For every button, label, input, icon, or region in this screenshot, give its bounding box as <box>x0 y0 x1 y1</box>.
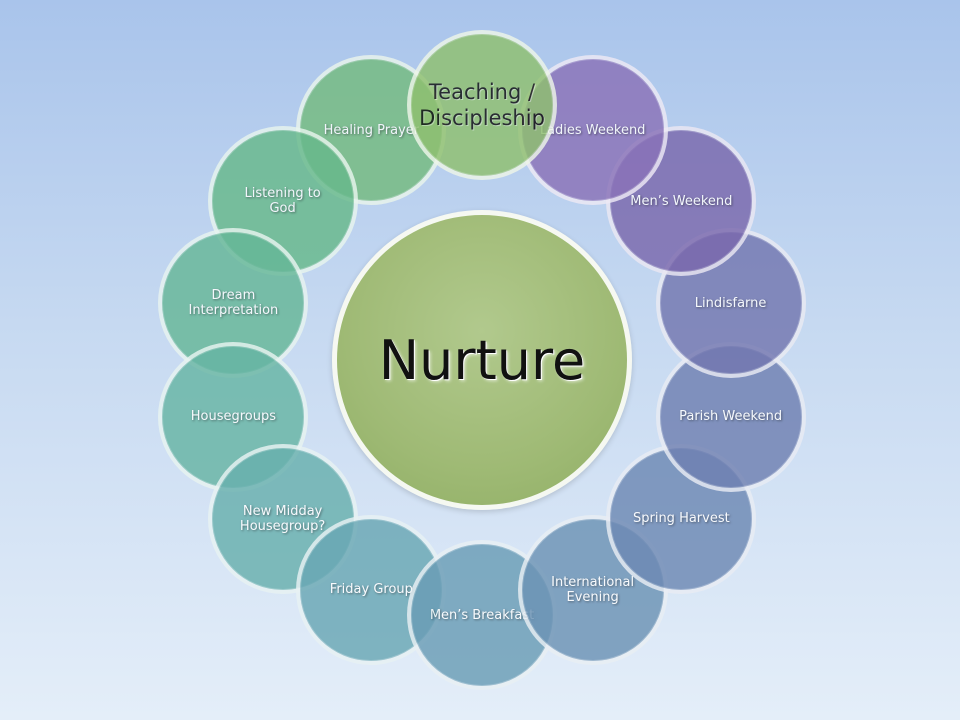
node-label: Spring Harvest <box>632 511 730 527</box>
node-label: Lindisfarne <box>694 295 767 311</box>
node-label: Parish Weekend <box>679 409 783 425</box>
node-teaching-discipleship: Teaching / Discipleship <box>407 30 557 180</box>
center-circle: Nurture <box>332 210 632 510</box>
node-label: Ladies Weekend <box>539 122 646 138</box>
node-label: Listening to God <box>244 186 321 216</box>
node-label: Friday Group <box>329 582 413 598</box>
node-label: International Evening <box>551 574 635 605</box>
node-label: Healing Prayer <box>323 122 420 138</box>
node-label: Men’s Weekend <box>630 193 733 209</box>
node-label: Dream Interpretation <box>188 288 279 319</box>
node-parish-weekend: Parish Weekend <box>655 341 806 492</box>
node-label: Teaching / Discipleship <box>419 80 545 130</box>
node-label: New Midday Housegroup? <box>239 503 326 534</box>
node-label: Men’s Breakfast <box>429 607 535 623</box>
center-label: Nurture <box>378 328 586 392</box>
node-label: Housegroups <box>190 409 277 425</box>
